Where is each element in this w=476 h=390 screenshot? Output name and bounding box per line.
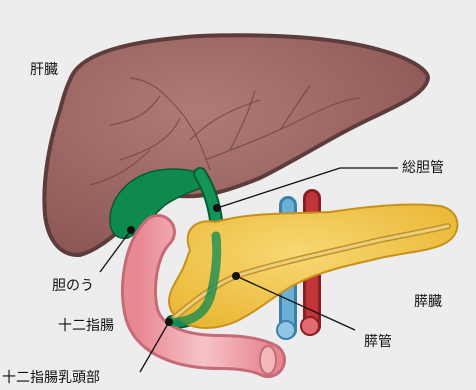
label-common-bile-duct: 総胆管 bbox=[402, 160, 444, 176]
label-liver: 肝臓 bbox=[30, 62, 58, 78]
label-duodenal-papilla: 十二指腸乳頭部 bbox=[2, 370, 100, 386]
label-gallbladder: 胆のう bbox=[52, 278, 94, 294]
label-duodenum: 十二指腸 bbox=[58, 318, 114, 334]
label-pancreas: 膵臓 bbox=[414, 294, 442, 310]
label-pancreatic-duct: 膵管 bbox=[364, 334, 392, 350]
